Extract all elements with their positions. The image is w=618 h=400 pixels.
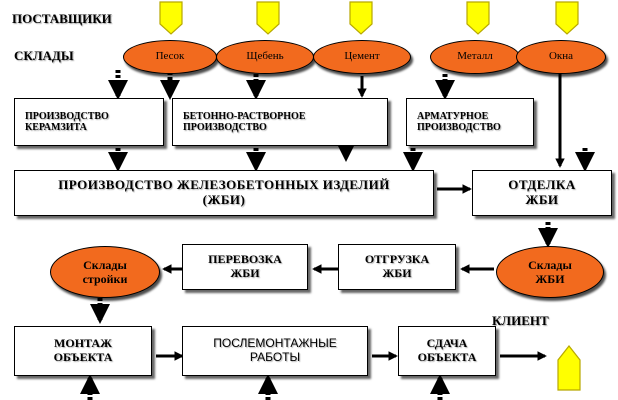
heading-client: КЛИЕНТ <box>492 313 549 328</box>
heading-warehouses: СКЛАДЫ <box>14 48 74 63</box>
process-zhbi: ПРОИЗВОДСТВО ЖЕЛЕЗОБЕТОННЫХ ИЗДЕЛИЙ (ЖБИ… <box>14 170 434 216</box>
process-montazh: МОНТАЖ ОБЪЕКТА <box>14 326 152 376</box>
warehouse-okna: Окна <box>516 40 606 74</box>
warehouse-stroyki: Склады стройки <box>50 246 160 298</box>
process-beton: БЕТОННО-РАСТВОРНОЕ ПРОИЗВОДСТВО <box>172 98 388 146</box>
warehouse-metall: Металл <box>430 40 520 74</box>
supplier-arrow-shcheben <box>256 1 280 35</box>
heading-suppliers: ПОСТАВЩИКИ <box>12 11 112 26</box>
process-keramzit: ПРОИЗВОДСТВО КЕРАМЗИТА <box>14 98 164 146</box>
process-sdacha: СДАЧА ОБЪЕКТА <box>398 326 496 376</box>
warehouse-zhbi: Склады ЖБИ <box>496 246 604 298</box>
warehouse-pesok: Песок <box>123 40 217 74</box>
supplier-arrow-metall <box>466 1 490 35</box>
supplier-arrow-cement <box>349 1 373 35</box>
warehouse-cement: Цемент <box>313 40 411 74</box>
supplier-arrow-okna <box>555 1 579 35</box>
process-otdelka: ОТДЕЛКА ЖБИ <box>472 170 612 216</box>
process-poslemontazh: ПОСЛЕМОНТАЖНЫЕ РАБОТЫ <box>182 326 368 376</box>
process-otgruzka: ОТГРУЗКА ЖБИ <box>338 244 456 290</box>
supplier-arrow-pesok <box>159 1 183 35</box>
process-perevozka: ПЕРЕВОЗКА ЖБИ <box>182 244 308 290</box>
warehouse-shcheben: Щебень <box>216 40 314 74</box>
client-arrow <box>557 345 581 391</box>
process-armatura: АРМАТУРНОЕ ПРОИЗВОДСТВО <box>406 98 534 146</box>
